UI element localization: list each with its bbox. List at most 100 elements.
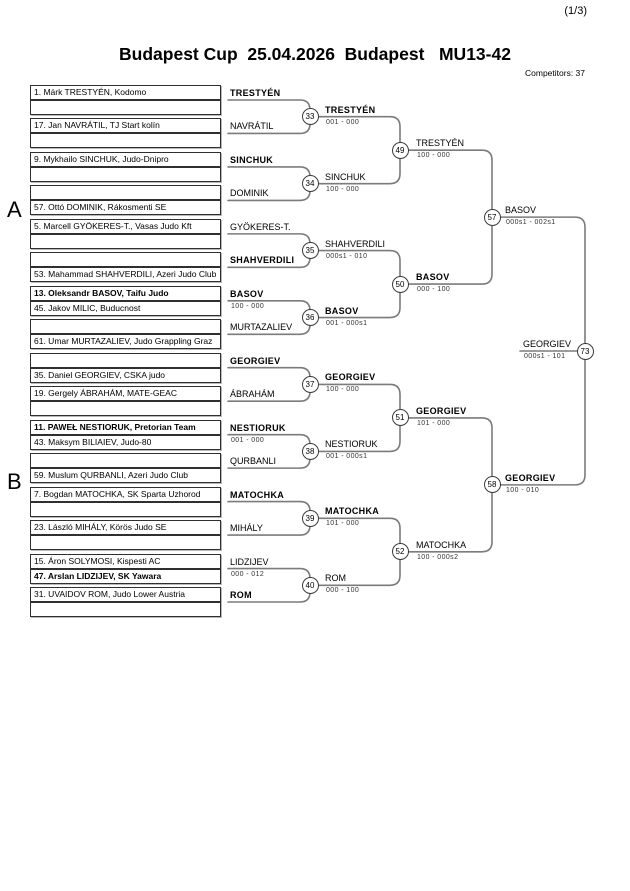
match-circle: 39 [301,509,319,527]
match-winner-label: MATOCHKA [416,539,467,550]
entry-box: 53. Mahammad SHAHVERDILI, Azeri Judo Clu… [30,267,221,282]
section-label-a: A [7,197,22,222]
bracket-connector [309,149,401,185]
match-score: 000s1 - 101 [524,353,566,360]
round1-winner-label: GEORGIEV [230,355,281,366]
section-label-b: B [7,469,22,494]
match-circle: 57 [483,208,501,226]
match-score: 101 - 000 [326,520,360,528]
match-score: 100 - 010 [506,486,540,494]
match-score: 100 - 000 [417,152,451,160]
entry-box [30,185,221,200]
entry-box: 61. Umar MURTAZALIEV, Judo Grappling Gra… [30,334,221,349]
bracket-connector [309,417,401,453]
entry-box: 9. Mykhailo SINCHUK, Judo-Dnipro [30,152,221,167]
match-winner-label: GEORGIEV [416,405,467,416]
match-circle: 51 [391,409,409,427]
page-indicator: (1/3) [564,5,587,17]
bracket-connector [399,484,493,553]
entry-box: 11. PAWEŁ NESTIORUK, Pretorian Team [30,420,221,435]
bracket-connector [309,283,401,319]
round1-winner-label: LIDZIJEV [230,556,269,567]
match-circle: 36 [301,309,319,327]
match-score: 001 - 000s1 [326,453,368,461]
entry-box: 31. UVAIDOV ROM, Judo Lower Austria [30,587,221,602]
entry-box: 35. Daniel GEORGIEV, CSKA judo [30,368,221,383]
round1-winner-label: MATOCHKA [230,489,285,500]
match-winner-label: MATOCHKA [325,506,380,517]
match-winner-label: NESTIORUK [325,439,378,450]
match-circle: 37 [301,375,319,393]
match-score: 001 - 000s1 [326,319,368,327]
round1-winner-label: ÁBRAHÁM [230,389,275,400]
match-circle: 34 [301,175,319,193]
match-score: 100 - 000 [326,185,360,193]
entry-box: 13. Oleksandr BASOV, Taifu Judo [30,286,221,301]
round1-winner-label: BASOV [230,288,264,299]
match-circle: 52 [391,543,409,561]
entry-box: 5. Marcell GYÖKERES-T., Vasas Judo Kft [30,219,221,234]
round1-winner-label: GYÖKERES-T. [230,221,291,232]
entry-box [30,502,221,517]
match-score: 000 - 100 [417,286,451,294]
entry-box: 45. Jakov MILIC, Buducnost [30,301,221,316]
bracket-connector [399,417,493,486]
bracket-connector [491,350,586,486]
bracket-connector [309,551,401,587]
match-winner-label: BASOV [325,305,359,316]
match-winner-label: GEORGIEV [523,339,572,349]
match-winner-label: BASOV [505,205,537,216]
round1-winner-label: DOMINIK [230,188,269,199]
match-circle: 73 [576,342,594,360]
bracket-connector [309,249,401,285]
entry-box: 43. Maksym BILIAIEV, Judo-80 [30,435,221,450]
match-winner-label: GEORGIEV [505,472,556,483]
entry-box: 47. Arslan LIDZIJEV, SK Yawara [30,569,221,584]
round1-winner-label: MIHÁLY [230,523,263,534]
round1-winner-label: SHAHVERDILI [230,255,295,266]
round1-winner-label: QURBANLI [230,456,277,467]
round1-score: 000 - 012 [231,570,265,578]
entry-box: 1. Márk TRESTYÉN, Kodomo [30,85,221,100]
entry-box [30,133,221,148]
match-winner-label: BASOV [416,272,450,283]
match-winner-label: SHAHVERDILI [325,238,386,249]
round1-winner-label: ROM [230,590,252,600]
entry-box: 15. Áron SOLYMOSI, Kispesti AC [30,554,221,569]
match-winner-label: GEORGIEV [325,372,376,383]
match-score: 100 - 000s2 [417,553,459,561]
match-winner-label: SINCHUK [325,171,366,182]
match-score: 101 - 000 [417,419,451,427]
entry-box: 19. Gergely ÁBRAHÁM, MATE-GEAC [30,386,221,401]
bracket-connector [399,216,493,285]
entry-box: 23. László MIHÁLY, Körös Judo SE [30,520,221,535]
match-score: 000s1 - 010 [326,252,368,260]
match-score: 100 - 000 [326,386,360,394]
entry-box: 7. Bogdan MATOCHKA, SK Sparta Uzhorod [30,487,221,502]
match-circle: 49 [391,141,409,159]
bracket-connector [399,149,493,218]
bracket-connector [227,99,311,118]
entry-box [30,353,221,368]
round1-winner-label: NESTIORUK [230,422,286,433]
match-winner-label: TRESTYÉN [325,104,376,115]
bracket-connector [227,233,311,252]
entry-box [30,252,221,267]
match-circle: 40 [301,576,319,594]
match-circle: 50 [391,275,409,293]
entry-box [30,535,221,550]
entry-box [30,401,221,416]
entry-box: 57. Ottó DOMINIK, Rákosmenti SE [30,200,221,215]
entry-box [30,319,221,334]
bracket-connector [309,517,401,553]
tournament-title: Budapest Cup 25.04.2026 Budapest MU13-42 [119,44,511,64]
round1-score: 100 - 000 [231,302,265,310]
bracket-connector [227,366,311,386]
entry-box [30,602,221,617]
match-circle: 33 [301,108,319,126]
entry-box [30,167,221,182]
entry-box [30,453,221,468]
entry-box: 17. Jan NAVRÁTIL, TJ Start kolín [30,118,221,133]
bracket-connector [309,383,401,419]
